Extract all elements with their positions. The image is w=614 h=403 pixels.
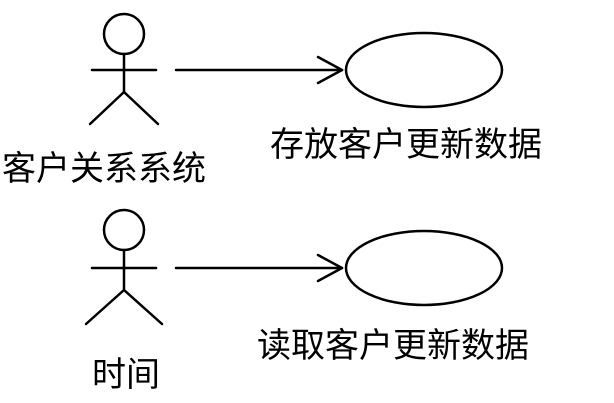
actor-label-customer-relationship-system: 客户关系系统 [2,149,206,189]
use-case-ellipse-1 [344,31,504,109]
use-case-label-store-updates: 存放客户更新数据 [270,125,542,165]
actor-head [102,12,146,56]
actor-customer-relationship-system [88,12,160,126]
actor-right-leg [122,288,164,326]
arrow-head [316,253,344,283]
actor-time [84,208,164,326]
use-case-ellipse-2 [344,229,504,307]
actor-left-leg [84,288,126,326]
actor-label-time: 时间 [92,355,160,395]
actor-right-leg [122,90,160,126]
arrow-head [316,55,344,85]
use-case-label-read-updates: 读取客户更新数据 [257,326,529,366]
association-arrow-1 [174,55,344,85]
actor-head [102,208,146,252]
association-arrow-2 [174,253,344,283]
actor-left-leg [88,90,126,126]
